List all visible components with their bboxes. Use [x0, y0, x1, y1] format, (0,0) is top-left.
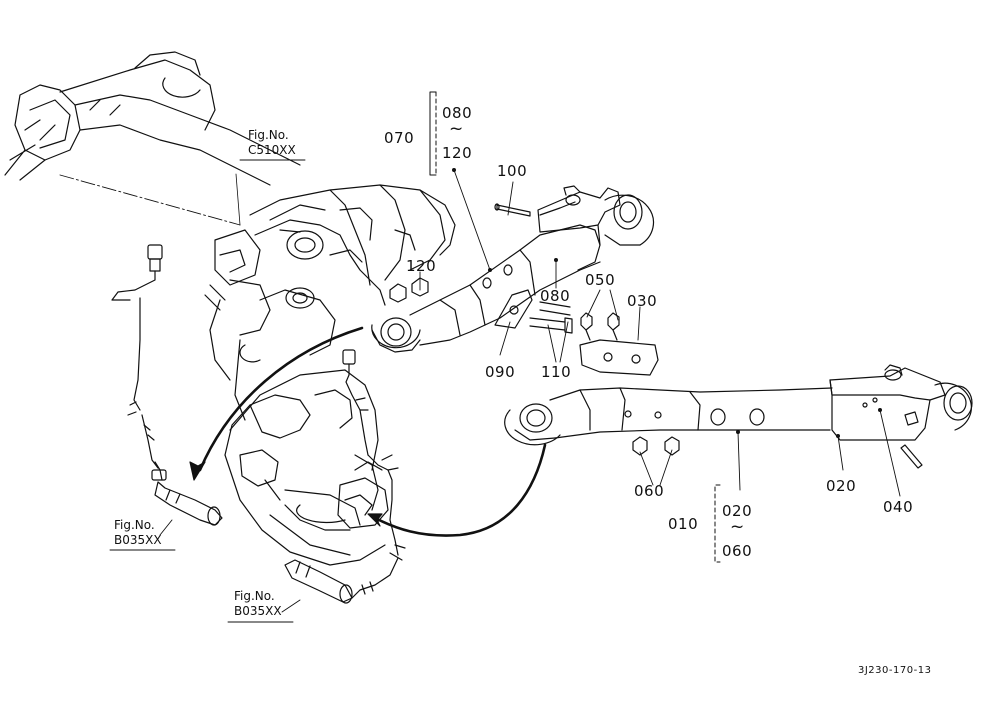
callout-020: 020 [826, 477, 857, 495]
assembly-arrows [189, 326, 547, 537]
callout-090: 090 [485, 363, 516, 381]
callout-060-range-end: 060 [722, 542, 753, 560]
callout-120-range-end: 120 [442, 144, 473, 162]
callout-080: 080 [540, 287, 571, 305]
callout-brackets [429, 91, 721, 563]
leader-dots [452, 168, 882, 438]
callout-110: 110 [541, 363, 572, 381]
callout-120: 120 [406, 257, 437, 275]
range-tilde: ~ [449, 119, 464, 139]
callout-060: 060 [634, 482, 665, 500]
upper-lift-arm [371, 185, 659, 376]
wiring-harness-left [111, 244, 167, 481]
callout-040: 040 [883, 498, 914, 516]
fig-ref-b035-right-label: Fig.No. [234, 589, 275, 603]
fig-ref-underlines [109, 159, 306, 623]
range-tilde-lower: ~ [730, 517, 745, 537]
drawing-code: 3J230-170-13 [858, 665, 932, 676]
callout-080-range-start: 080 [442, 104, 473, 122]
fig-ref-b035-left-label: Fig.No. [114, 518, 155, 532]
callout-050: 050 [585, 271, 616, 289]
callout-010: 010 [668, 515, 699, 533]
sensor-pin-right [284, 559, 353, 604]
fig-ref-c510-number: C510XX [248, 143, 296, 157]
callout-100: 100 [497, 162, 528, 180]
fig-ref-b035-left-number: B035XX [114, 533, 162, 547]
sensor-pin-left [154, 481, 223, 526]
wiring-harness-right [342, 349, 406, 599]
fig-ref-b035-right-number: B035XX [234, 604, 282, 618]
callout-030: 030 [627, 292, 658, 310]
axle-housing [4, 51, 456, 421]
leader-lines [159, 169, 901, 613]
lower-housing [224, 369, 389, 566]
callout-020-range-start: 020 [722, 502, 753, 520]
callout-070: 070 [384, 129, 415, 147]
fig-ref-c510-label: Fig.No. [248, 128, 289, 142]
lower-lift-arm [504, 364, 973, 469]
